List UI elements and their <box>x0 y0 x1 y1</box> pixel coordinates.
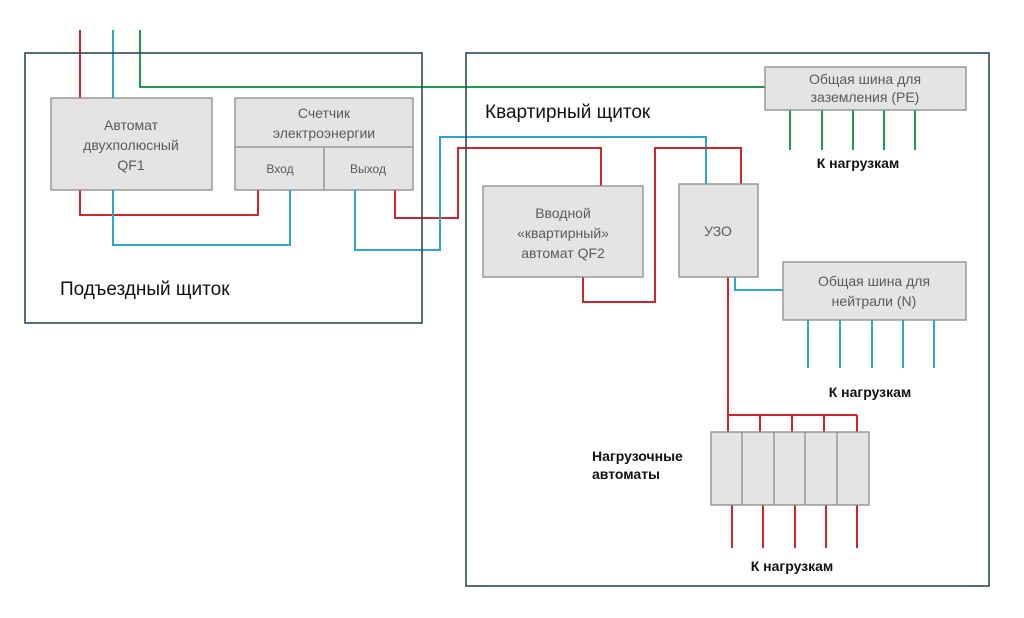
load-breakers-label-line: Нагрузочные <box>592 448 683 464</box>
rcd-box <box>678 183 759 278</box>
qf1-to-meter-phase-wire <box>79 190 259 216</box>
neutral-bus-box <box>782 261 967 321</box>
breakers-to-loads-label: К нагрузкам <box>751 558 834 574</box>
qf2-label-line: автомат QF2 <box>521 245 605 261</box>
rcd-label: УЗО <box>704 223 732 239</box>
qf2-label-line: «квартирный» <box>517 225 609 241</box>
pe-to-loads-label: К нагрузкам <box>817 155 900 171</box>
qf1-label-line: QF1 <box>117 157 144 173</box>
apartment-panel-frame <box>465 52 990 587</box>
incoming-ground-wire <box>139 30 765 88</box>
wires <box>79 30 935 548</box>
neutral-to-loads-label: К нагрузкам <box>829 384 912 400</box>
meter-to-qf2-phase-wire <box>394 147 602 219</box>
neutral-bus-label-line: нейтрали (N) <box>832 293 917 309</box>
pe-bus-box <box>764 66 967 111</box>
meter-label-line: Счетчик <box>298 105 351 121</box>
qf1-to-meter-neutral-wire <box>112 190 291 246</box>
load-breakers-block <box>710 431 870 506</box>
qf1-breaker-box <box>50 97 213 191</box>
meter-input-label: Вход <box>266 162 293 176</box>
meter-label-line: электроэнергии <box>273 125 375 141</box>
meter-to-rcd-neutral-wire <box>354 136 707 251</box>
pe-bus-label-line: Общая шина для <box>809 71 921 87</box>
qf1-label-line: Автомат <box>104 117 159 133</box>
load-breakers-label-line: автоматы <box>592 466 660 482</box>
meter-output-label: Выход <box>350 162 386 176</box>
qf2-label-line: Вводной <box>535 205 591 221</box>
load-breakers-group <box>710 431 870 506</box>
rcd-to-neutral-bus-wire <box>734 277 783 291</box>
qf2-breaker-box <box>482 185 644 278</box>
pe-bus-label-line: заземления (PE) <box>811 89 920 105</box>
apartment-panel-title: Квартирный щиток <box>485 102 651 123</box>
qf1-label-line: двухполюсный <box>83 137 179 153</box>
neutral-bus-label-line: Общая шина для <box>818 273 930 289</box>
entrance-panel-title: Подъездный щиток <box>60 279 230 300</box>
qf2-to-rcd-phase-wire <box>582 147 742 303</box>
entrance-panel-frame <box>24 52 423 324</box>
